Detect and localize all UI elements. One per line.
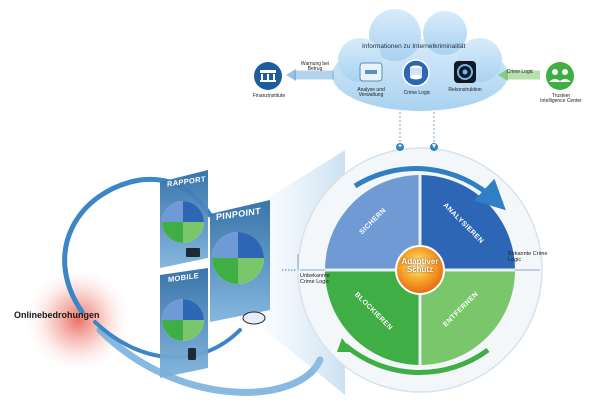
cloud-service-icon bbox=[242, 311, 266, 325]
quadrant-analysieren bbox=[420, 175, 515, 270]
quadrant-entfernen bbox=[420, 270, 515, 365]
quadrant-blockieren bbox=[325, 270, 420, 365]
finance-label: Finanzinstitute bbox=[252, 93, 286, 99]
desktop-icon bbox=[186, 248, 200, 257]
cloud-item-analysis-label: Analyse und Verwaltung bbox=[357, 87, 385, 99]
cloud-title: Informationen zu Internetkriminalität bbox=[362, 43, 466, 50]
cloud-item-crime-logic-label: Crime Logic bbox=[403, 90, 431, 96]
warn-link-label: Warnung bei Betrug bbox=[300, 61, 330, 73]
pinpoint-panel bbox=[210, 200, 270, 325]
cycle-arrowhead-bottom bbox=[337, 338, 352, 352]
cycle-arrow-top bbox=[353, 166, 506, 211]
threat-glow bbox=[23, 265, 133, 375]
quadrant-sichern bbox=[325, 175, 420, 270]
people-icon bbox=[546, 62, 574, 90]
crime-logic-link-label: Crime Logic bbox=[506, 69, 534, 75]
unknown-crime-logic-label: Unbekannte Crime Logic bbox=[300, 273, 330, 285]
plus-badge: + bbox=[396, 143, 404, 151]
mobile-panel bbox=[160, 268, 208, 378]
threats-label: Onlinebedrohungen bbox=[14, 310, 100, 320]
center-circle bbox=[395, 245, 445, 295]
trusteer-label: Trusteer Intelligence Center bbox=[540, 93, 582, 105]
swoosh-arc-lower bbox=[96, 326, 324, 396]
cycle-arrow-bottom bbox=[343, 343, 490, 375]
known-crime-logic-label: Bekannte Crime Logic bbox=[508, 251, 548, 263]
cloud-item-reconstruction-label: Rekonstruktion bbox=[448, 87, 482, 93]
down-badge: ▾ bbox=[430, 143, 438, 151]
center-label: Adaptiver Schutz bbox=[401, 257, 439, 275]
rapport-panel bbox=[160, 170, 208, 268]
mobile-phone-icon bbox=[188, 348, 196, 360]
